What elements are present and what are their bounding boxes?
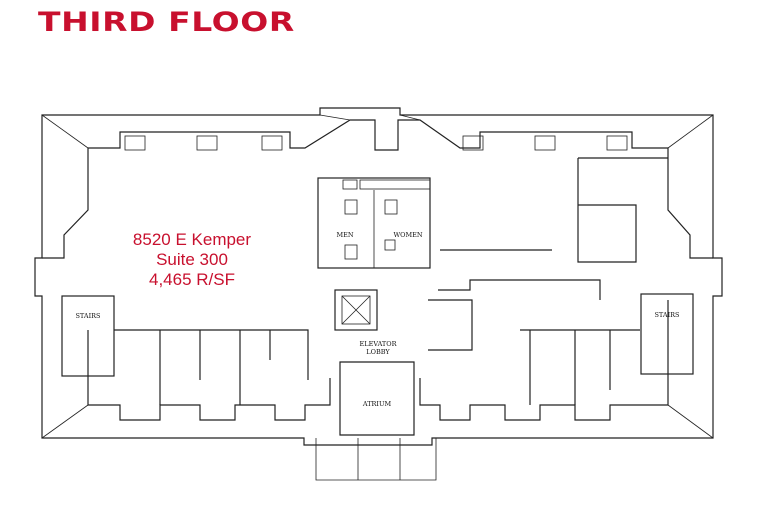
offices-bottom-left	[114, 329, 309, 405]
men-label: MEN	[336, 231, 353, 239]
elevator	[334, 289, 378, 331]
bottom-wall	[87, 300, 669, 421]
hip-line	[319, 114, 351, 121]
atrium-room	[339, 361, 415, 436]
offices-right	[428, 157, 668, 405]
atrium-porch	[315, 438, 437, 481]
hip-line	[399, 114, 421, 121]
hip-line	[41, 114, 89, 149]
window-bays-top	[124, 135, 628, 151]
women-label: WOMEN	[393, 231, 422, 239]
stairs-left-room	[61, 295, 115, 377]
suite-address: 8520 E Kemper	[132, 230, 252, 249]
restroom-core	[317, 177, 431, 269]
atrium-label: ATRIUM	[362, 400, 392, 408]
suite-area: 4,465 R/SF	[149, 270, 235, 289]
floor-title: THIRD FLOOR	[38, 7, 295, 38]
suite-number: Suite 300	[156, 250, 228, 269]
suite-info: 8520 E Kemper Suite 300 4,465 R/SF	[112, 230, 272, 290]
elevator-lobby-label-2: LOBBY	[366, 348, 390, 356]
interior-outline	[42, 119, 713, 259]
hip-line	[667, 114, 714, 149]
stairs-left-label: STAIRS	[75, 312, 100, 320]
stairs-right-room	[640, 293, 694, 375]
hip-line	[41, 404, 89, 439]
hip-line	[667, 404, 714, 439]
stairs-right-label: STAIRS	[654, 311, 679, 319]
elevator-lobby-label-1: ELEVATOR	[360, 340, 398, 348]
